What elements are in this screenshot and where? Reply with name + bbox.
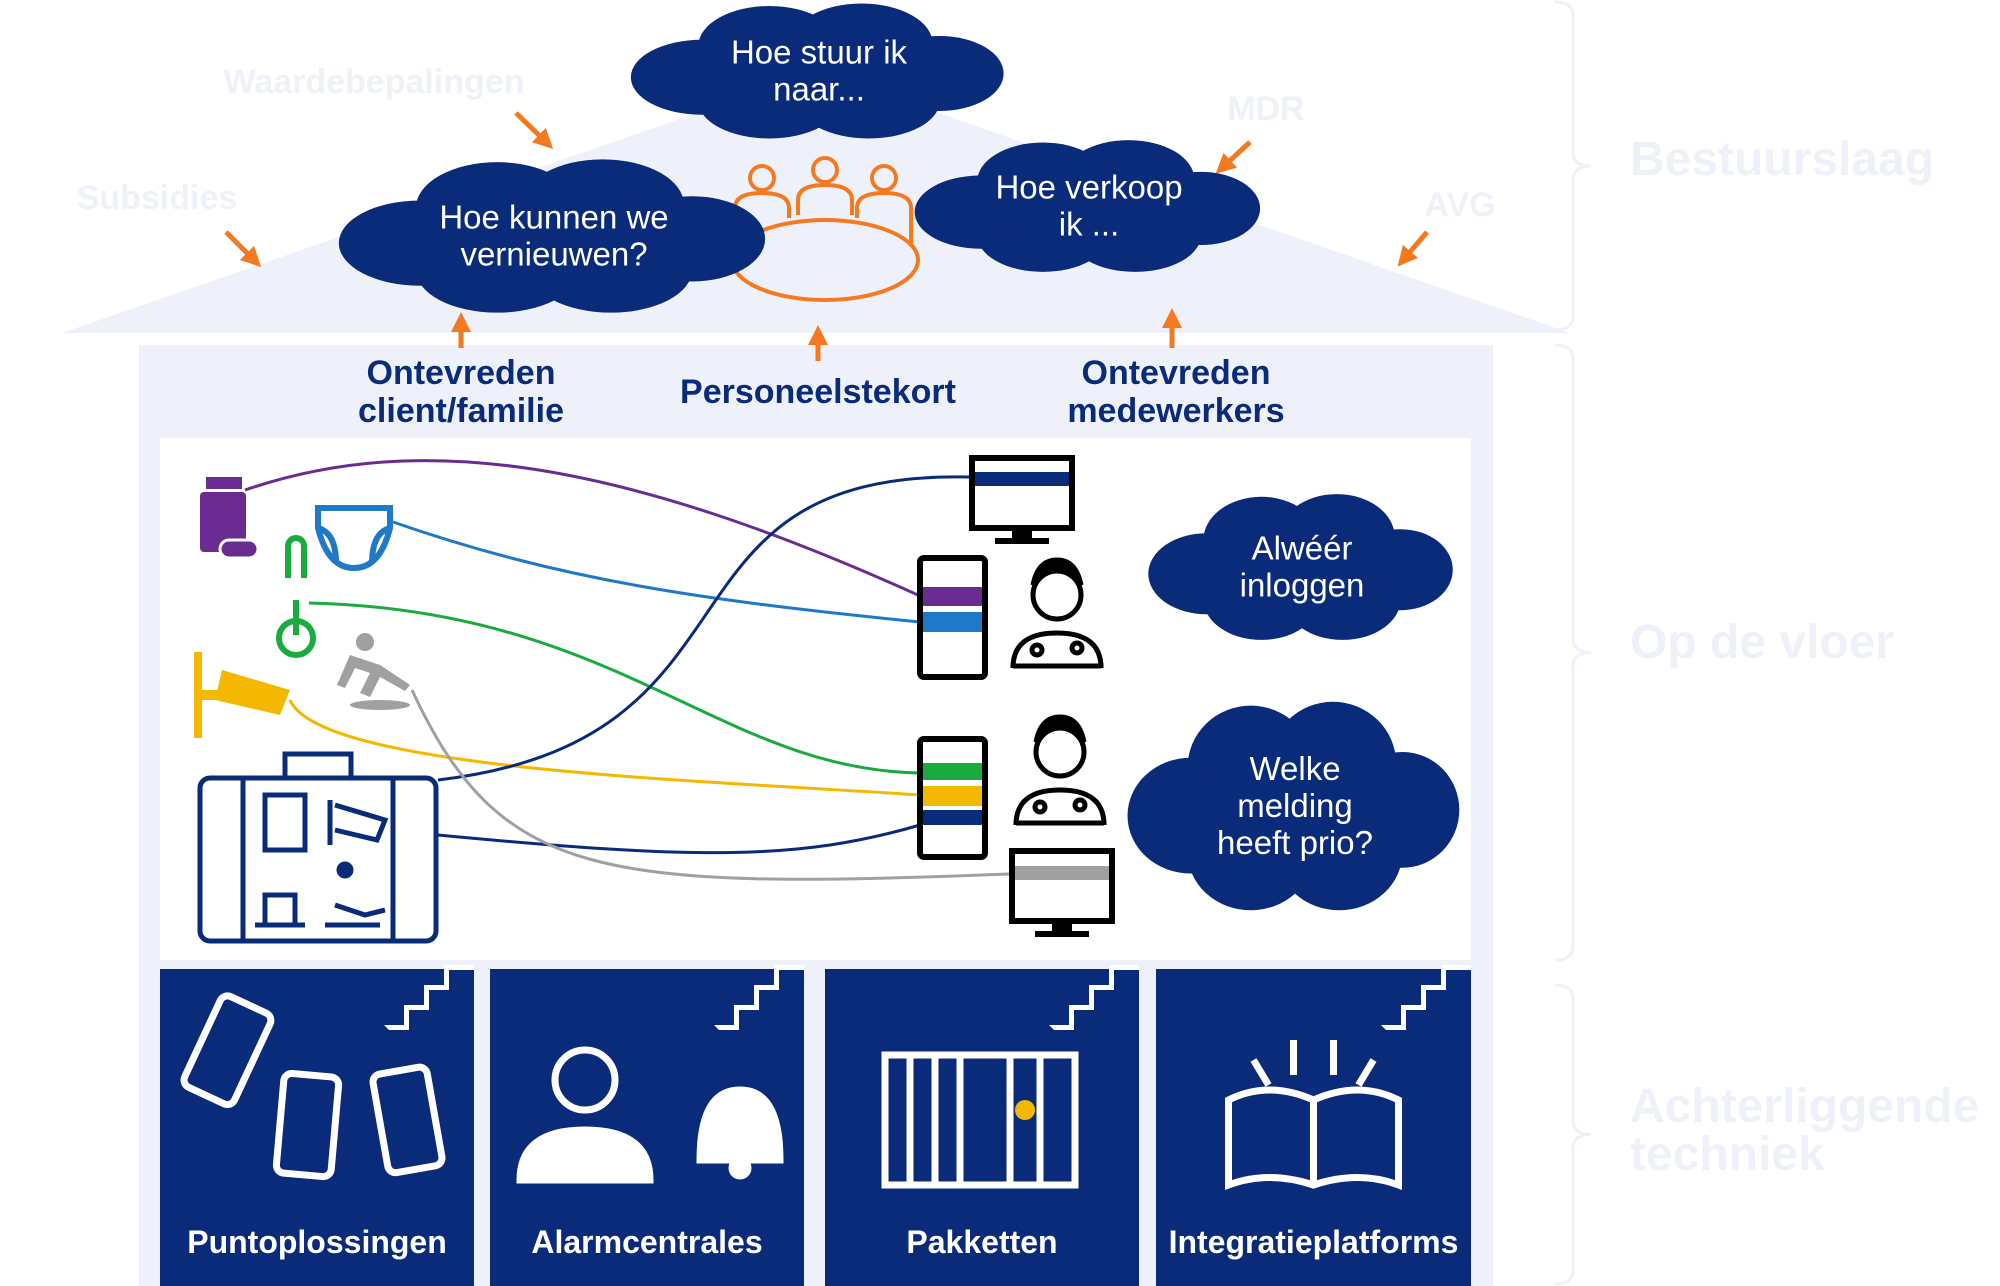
- cloud-melding-prio-text: melding: [1237, 787, 1353, 824]
- tile-integratieplatforms: Integratieplatforms: [1156, 965, 1471, 1286]
- medication-icon: [200, 477, 260, 560]
- package-gate-icon: [881, 1051, 1079, 1189]
- arrow-icon: [1397, 230, 1429, 267]
- tile-label: Integratieplatforms: [1169, 1224, 1459, 1260]
- cloud-puff: [1193, 738, 1397, 874]
- nurse-icon-2: [1013, 714, 1107, 826]
- cloud-melding-prio-text: Welke: [1249, 750, 1340, 787]
- problem-ontevreden-medewerkers: Ontevreden: [1082, 354, 1271, 392]
- monitor-icon-bottom: [1009, 848, 1115, 937]
- nurse-icon-1: [1010, 557, 1104, 669]
- suitcase-icon: [197, 751, 439, 944]
- cloud-hoe-stuur-text: Hoe stuur ik: [731, 34, 908, 71]
- brace-1: [1554, 343, 1592, 962]
- connection-yellow: [288, 699, 921, 797]
- cloud-hoe-vernieuwen-text: vernieuwen?: [460, 236, 647, 273]
- connection-gray: [410, 689, 1010, 881]
- tile-bg: [825, 969, 1139, 1286]
- brace-0: [1554, 0, 1592, 332]
- tile-alarmcentrales: Alarmcentrales: [490, 965, 804, 1286]
- alarm-operator-bell-icon: [516, 1046, 784, 1184]
- meeting-table-icon: [730, 156, 920, 302]
- cloud-puff: [983, 163, 1195, 249]
- layer-label-achterliggende: Achterliggende: [1630, 1080, 1979, 1133]
- connection-green: [308, 601, 921, 775]
- arrows: [224, 111, 1429, 361]
- tile-pakketten: Pakketten: [825, 965, 1139, 1286]
- phone-icon-1: [917, 555, 988, 680]
- stairs-icon: [384, 965, 474, 1030]
- tile-puntoplossingen: Puntoplossingen: [160, 965, 474, 1286]
- arrow-icon: [224, 230, 262, 268]
- stairs-icon: [1049, 965, 1139, 1030]
- phones-icon: [180, 992, 446, 1181]
- brace-2: [1554, 983, 1592, 1286]
- problem-ontevreden-client: Ontevreden: [367, 354, 556, 392]
- factor-subsidies: Subsidies: [77, 179, 238, 217]
- connection-blue: [392, 520, 921, 624]
- connections: [244, 459, 1010, 881]
- arrow-icon: [1215, 140, 1252, 174]
- cloud-inloggen-text: inloggen: [1240, 567, 1365, 604]
- camera-icon: [194, 652, 290, 738]
- layer-label-techniek: techniek: [1630, 1128, 1825, 1181]
- problem-personeelstekort: Personeelstekort: [680, 373, 956, 411]
- diaper-icon: [315, 505, 393, 572]
- connection-purple: [244, 459, 921, 598]
- arrow-icon: [514, 111, 554, 149]
- cloud-hoe-stuur-text: naar...: [773, 71, 865, 108]
- cloud-hoe-verkoop-text: Hoe verkoop: [995, 169, 1182, 206]
- stairs-icon: [714, 965, 804, 1030]
- phone-icon-2: [917, 736, 988, 860]
- factor-mdr: MDR: [1227, 90, 1304, 128]
- monitor-icon-top: [969, 455, 1075, 544]
- stairs-icon: [1381, 965, 1471, 1030]
- connection-navy-monitor: [437, 475, 970, 782]
- connection-navy-phone: [437, 823, 921, 855]
- cloud-melding-prio-text: heeft prio?: [1217, 824, 1373, 861]
- cloud-inloggen-text: Alwéér: [1252, 530, 1353, 567]
- tile-label: Alarmcentrales: [531, 1224, 762, 1260]
- cloud-hoe-stuur: Hoe stuur iknaar...: [630, 3, 1004, 139]
- problem-ontevreden-client-line2: client/familie: [358, 392, 564, 430]
- tile-label: Puntoplossingen: [187, 1224, 447, 1260]
- cloud-hoe-verkoop: Hoe verkoopik ...: [914, 140, 1261, 272]
- cloud-puff: [1209, 519, 1395, 615]
- factor-avg: AVG: [1424, 186, 1495, 224]
- integration-book-icon: [1225, 1040, 1402, 1191]
- braces: [1554, 0, 1592, 1286]
- cloud-hoe-verkoop-text: ik ...: [1059, 206, 1120, 243]
- fall-person-icon: [337, 633, 410, 710]
- problem-ontevreden-medewerkers-line2: medewerkers: [1067, 392, 1284, 430]
- layer-label-bestuurslaag: Bestuurslaag: [1630, 133, 1934, 186]
- layer-label-op-de-vloer: Op de vloer: [1630, 616, 1894, 669]
- factor-waardebepalingen: Waardebepalingen: [223, 63, 524, 101]
- thermometer-icon: [276, 535, 316, 658]
- cloud-puff: [705, 27, 933, 115]
- tile-label: Pakketten: [906, 1224, 1057, 1260]
- cloud-puff: [424, 186, 684, 286]
- cloud-hoe-vernieuwen-text: Hoe kunnen we: [439, 199, 668, 236]
